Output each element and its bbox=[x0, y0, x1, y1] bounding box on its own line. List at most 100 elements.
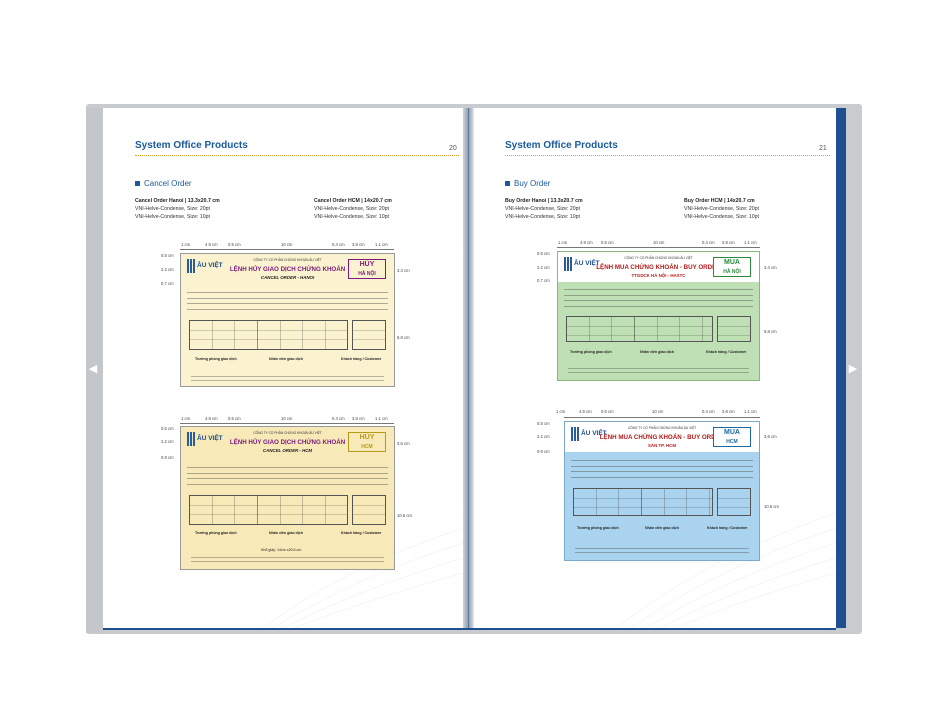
dim-label: 0.5 cm bbox=[601, 240, 614, 245]
paper-size-note: Khổ giấy: 14cm x20.5 cm bbox=[261, 548, 302, 552]
stamp-label: MUA bbox=[724, 429, 740, 436]
stamp-region: HCM bbox=[361, 444, 373, 450]
form-buy-hcm[interactable]: ÂU VIỆT CÔNG TY CỔ PHẦN CHỨNG KHOÁN ÂU V… bbox=[564, 421, 760, 561]
form-buy-hanoi[interactable]: ÂU VIỆT CÔNG TY CỔ PHẦN CHỨNG KHOÁN ÂU V… bbox=[557, 251, 760, 381]
dim-label: 1 cm bbox=[181, 416, 191, 421]
dim-label: 0.7 cm bbox=[161, 281, 174, 286]
dim-label: 4.9 cm bbox=[580, 240, 593, 245]
header-rule bbox=[135, 155, 459, 156]
square-bullet-icon bbox=[505, 181, 510, 186]
spec-title: Buy Order Hanoi | 13.3x20.7 cm bbox=[505, 198, 583, 204]
dim-label: 0.5 cm bbox=[161, 253, 174, 258]
form-lines bbox=[187, 467, 388, 489]
form-table-side bbox=[352, 495, 386, 525]
signature-label: Nhân viên giao dịch bbox=[269, 357, 303, 361]
form-title: LỆNH MUA CHỨNG KHOÁN - BUY ORDER bbox=[596, 264, 721, 271]
dimension-line bbox=[564, 417, 760, 418]
section-label: Buy Order bbox=[514, 179, 551, 188]
left-page: System Office Products 20 Cancel Order C… bbox=[103, 108, 463, 628]
spec-line: VNI-Helve-Condense, Size: 20pt bbox=[135, 206, 210, 212]
dim-label: 0.9 cm bbox=[161, 455, 174, 460]
right-cover-spine bbox=[834, 108, 846, 628]
spec-line: VNI-Helve-Condense, Size: 10pt bbox=[135, 214, 210, 220]
dim-label: 0.5 cm bbox=[228, 242, 241, 247]
signature-label: Trưởng phòng giao dịch bbox=[577, 526, 619, 530]
dim-label: 0.4 cm bbox=[702, 240, 715, 245]
form-title: LỆNH HỦY GIAO DỊCH CHỨNG KHOÁN bbox=[229, 266, 346, 273]
signature-label: Nhân viên giao dịch bbox=[640, 350, 674, 354]
signature-label: Khách hàng / Customer bbox=[341, 531, 382, 535]
book-gutter bbox=[463, 108, 474, 628]
dim-label: 2.2 cm bbox=[161, 439, 174, 444]
dim-label: 10 cm bbox=[281, 242, 293, 247]
stamp-label: HỦY bbox=[359, 261, 375, 268]
dim-label: 2.2 cm bbox=[537, 434, 550, 439]
form-cancel-hanoi[interactable]: ÂU VIỆT CÔNG TY CỔ PHẦN CHỨNG KHOÁN ÂU V… bbox=[180, 253, 395, 387]
stamp: HỦY HCM bbox=[348, 432, 386, 452]
stamp-label: MUA bbox=[724, 259, 740, 266]
logo-text: ÂU VIỆT bbox=[197, 262, 223, 269]
form-subtitle: TTGDCK HÀ NỘI - HASTC bbox=[631, 273, 686, 278]
dim-label: 4.9 cm bbox=[205, 242, 218, 247]
spec-line: VNI-Helve-Condense, Size: 20pt bbox=[684, 206, 759, 212]
company-name: CÔNG TY CỔ PHẦN CHỨNG KHOÁN ÂU VIỆT bbox=[253, 258, 322, 262]
logo: ÂU VIỆT bbox=[564, 257, 600, 271]
form-footnote bbox=[191, 557, 384, 562]
company-name: CÔNG TY CỔ PHẦN CHỨNG KHOÁN ÂU VIỆT bbox=[627, 426, 697, 430]
dim-label: 3.6 cm bbox=[397, 441, 410, 446]
dim-label: 2.2 cm bbox=[161, 267, 174, 272]
form-table-side bbox=[717, 488, 751, 516]
stamp-region: HÀ NỘI bbox=[358, 271, 376, 277]
signature-label: Khách hàng / Customer bbox=[341, 357, 382, 361]
page-number: 21 bbox=[819, 145, 827, 152]
dim-label: 3.8 cm bbox=[352, 416, 365, 421]
company-name: CÔNG TY CỔ PHẦN CHỨNG KHOÁN ÂU VIỆT bbox=[253, 431, 322, 435]
chevron-right-icon[interactable]: ▶ bbox=[848, 363, 858, 375]
section-heading: Buy Order bbox=[505, 179, 550, 188]
form-cancel-hcm[interactable]: ÂU VIỆT CÔNG TY CỔ PHẦN CHỨNG KHOÁN ÂU V… bbox=[180, 426, 395, 570]
spec-title: Cancel Order Hanoi | 13.3x20.7 cm bbox=[135, 198, 220, 204]
company-name: CÔNG TY CỔ PHẦN CHỨNG KHOÁN ÂU VIỆT bbox=[624, 256, 693, 260]
building-icon bbox=[564, 257, 574, 271]
right-page: System Office Products 21 Buy Order Buy … bbox=[474, 108, 836, 628]
logo: ÂU VIỆT bbox=[187, 432, 223, 446]
dimension-line bbox=[180, 423, 394, 424]
form-table-side bbox=[352, 320, 386, 350]
form-subtitle: SÀN TP. HCM bbox=[648, 443, 676, 448]
dim-label: 0.4 cm bbox=[702, 409, 715, 414]
dim-label: 6.8 cm bbox=[397, 335, 410, 340]
dim-label: 0.5 cm bbox=[537, 251, 550, 256]
form-table-side bbox=[717, 316, 751, 342]
dim-label: 3.4 cm bbox=[397, 268, 410, 273]
logo: ÂU VIỆT bbox=[571, 427, 607, 441]
spec-cancel-hanoi: Cancel Order Hanoi | 13.3x20.7 cm VNI-He… bbox=[135, 197, 220, 221]
signature-label: Nhân viên giao dịch bbox=[645, 526, 679, 530]
stamp-region: HCM bbox=[726, 439, 738, 445]
spec-title: Buy Order HCM | 14x20.7 cm bbox=[684, 198, 755, 204]
form-lines bbox=[187, 292, 388, 314]
building-icon bbox=[187, 432, 197, 446]
form-subtitle: CANCEL ORDER - HANOI bbox=[260, 275, 315, 280]
dim-label: 10 cm bbox=[281, 416, 293, 421]
dim-label: 0.7 cm bbox=[537, 278, 550, 283]
signature-label: Nhân viên giao dịch bbox=[269, 531, 303, 535]
header-rule bbox=[505, 155, 830, 156]
dim-label: 3.8 cm bbox=[722, 240, 735, 245]
dimension-line bbox=[557, 247, 760, 248]
form-title: LỆNH HỦY GIAO DỊCH CHỨNG KHOÁN bbox=[229, 439, 346, 446]
page-title: System Office Products bbox=[505, 140, 618, 151]
building-icon bbox=[571, 427, 581, 441]
form-table bbox=[189, 320, 348, 350]
spec-line: VNI-Helve-Condense, Size: 10pt bbox=[314, 214, 389, 220]
stamp-region: HÀ NỘI bbox=[723, 269, 741, 275]
chevron-left-icon[interactable]: ◀ bbox=[88, 363, 98, 375]
dim-label: 1.1 cm bbox=[744, 240, 757, 245]
section-heading: Cancel Order bbox=[135, 179, 192, 188]
decorative-wave bbox=[616, 512, 836, 628]
form-footnote bbox=[575, 548, 749, 553]
dim-label: 6.8 cm bbox=[764, 329, 777, 334]
dim-label: 10.6 cm bbox=[764, 504, 779, 509]
form-table bbox=[566, 316, 713, 342]
form-table bbox=[573, 488, 713, 516]
signature-label: Trưởng phòng giao dịch bbox=[570, 350, 612, 354]
